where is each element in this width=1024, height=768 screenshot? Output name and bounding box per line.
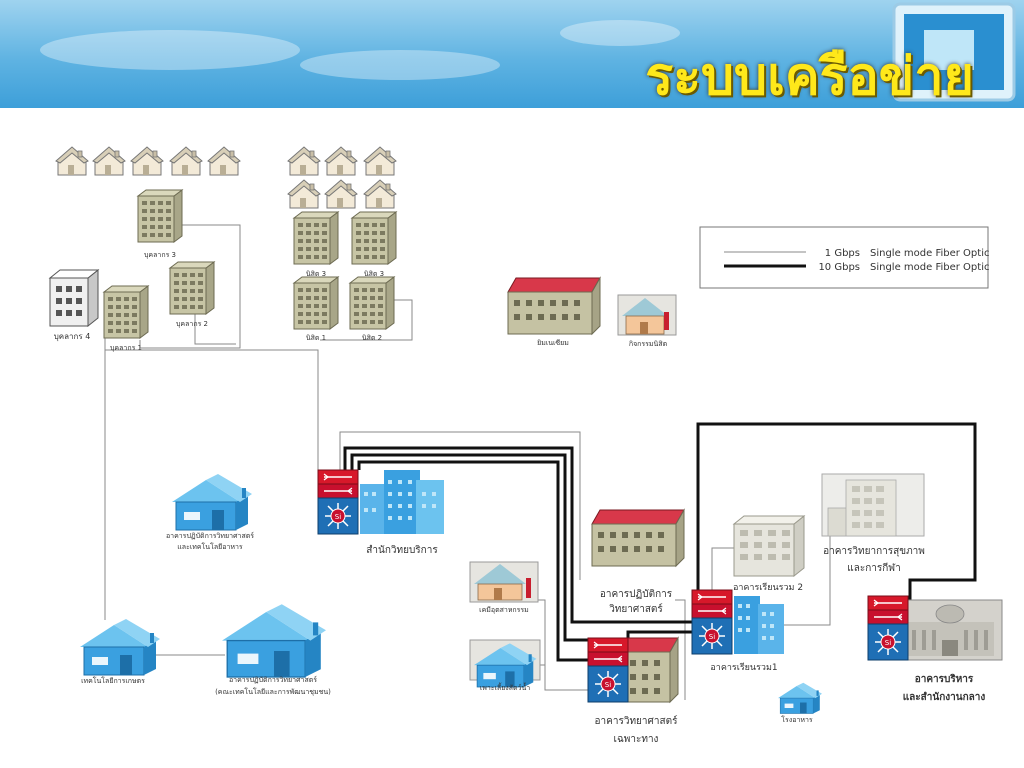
building-canteen: โรงอาหาร <box>777 682 823 724</box>
svg-text:บุคลากร 1: บุคลากร 1 <box>110 344 142 352</box>
svg-text:โรงอาหาร: โรงอาหาร <box>781 715 813 724</box>
svg-text:ยิมเนเซียม: ยิมเนเซียม <box>537 339 569 347</box>
links-1gbps <box>104 224 831 700</box>
building-agri-tech: เทคโนโลยีการเกษตร <box>79 618 161 685</box>
svg-text:วิทยาศาสตร์: วิทยาศาสตร์ <box>609 603 664 615</box>
building-special-sci: อาคารวิทยาศาสตร์ เฉพาะทาง <box>587 636 679 745</box>
svg-text:สำนักวิทยบริการ: สำนักวิทยบริการ <box>366 545 438 556</box>
page-title: ระบบเครือข่าย <box>645 46 974 107</box>
building-student-activity: กิจกรรมนิสิต <box>617 294 677 348</box>
building-staff4: บุคลากร 4 <box>48 268 100 341</box>
svg-text:เทคโนโลยีการเกษตร: เทคโนโลยีการเกษตร <box>81 676 145 685</box>
houses-group-2 <box>287 146 397 209</box>
svg-text:Single mode Fiber Optic: Single mode Fiber Optic <box>870 248 989 259</box>
svg-text:อาคารปฏิบัติการ: อาคารปฏิบัติการ <box>600 589 673 600</box>
svg-text:Single mode Fiber Optic: Single mode Fiber Optic <box>870 262 989 273</box>
building-office-services: สำนักวิทยบริการ <box>317 469 444 556</box>
building-lecture2: อาคารเรียนรวม 2 <box>733 515 805 593</box>
svg-text:กิจกรรมนิสิต: กิจกรรมนิสิต <box>629 340 668 348</box>
building-agri-lab: อาคารปฏิบัติการวิทยาศาสตร์ (คณะเทคโนโลยี… <box>215 603 331 696</box>
building-admin: อาคารบริหาร และสำนักงานกลาง <box>867 595 1003 703</box>
building-dorm1: นิสิต 1 <box>293 276 339 342</box>
building-lecture1: อาคารเรียนรวม1 <box>691 589 784 673</box>
svg-text:เฉพาะทาง: เฉพาะทาง <box>614 734 659 745</box>
svg-text:10 Gbps: 10 Gbps <box>818 262 860 273</box>
svg-text:นิสิต 3: นิสิต 3 <box>364 270 384 278</box>
svg-text:นิสิต 2: นิสิต 2 <box>362 334 382 342</box>
building-staff3: บุคลากร 3 <box>137 189 183 259</box>
svg-text:อาคารปฏิบัติการวิทยาศาสตร์: อาคารปฏิบัติการวิทยาศาสตร์ <box>166 532 254 540</box>
building-science-lab: อาคารปฏิบัติการ วิทยาศาสตร์ <box>591 509 685 615</box>
svg-text:อาคารวิทยาศาสตร์: อาคารวิทยาศาสตร์ <box>595 715 679 727</box>
building-aquaculture: เพาะเลี้ยงสัตว์น้ำ <box>469 639 541 692</box>
svg-text:อาคารเรียนรวม1: อาคารเรียนรวม1 <box>710 662 777 673</box>
svg-text:อาคารวิทยาการสุขภาพ: อาคารวิทยาการสุขภาพ <box>823 546 925 557</box>
building-dorm3a: นิสิต 3 <box>293 211 339 278</box>
building-gym: ยิมเนเซียม <box>507 277 601 347</box>
building-sci-food-tech: อาคารปฏิบัติการวิทยาศาสตร์ และเทคโนโลยีอ… <box>166 473 254 551</box>
svg-text:และสำนักงานกลาง: และสำนักงานกลาง <box>903 691 986 703</box>
laptop-image <box>892 2 1016 102</box>
legend: 1 Gbps Single mode Fiber Optic 10 Gbps S… <box>699 226 989 289</box>
svg-text:บุคลากร 2: บุคลากร 2 <box>176 320 208 328</box>
building-chem-eng: เคมีอุตสาหกรรม <box>469 561 539 614</box>
header-banner: ระบบเครือข่าย <box>0 0 1024 108</box>
building-health-sci: อาคารวิทยาการสุขภาพ และการกีฬา <box>821 473 925 574</box>
svg-text:และเทคโนโลยีอาหาร: และเทคโนโลยีอาหาร <box>177 542 243 551</box>
building-staff2: บุคลากร 2 <box>169 261 215 328</box>
svg-text:1 Gbps: 1 Gbps <box>825 248 860 259</box>
svg-text:เพาะเลี้ยงสัตว์น้ำ: เพาะเลี้ยงสัตว์น้ำ <box>480 681 530 692</box>
svg-text:นิสิต 3: นิสิต 3 <box>306 270 326 278</box>
svg-text:อาคารเรียนรวม 2: อาคารเรียนรวม 2 <box>733 582 803 593</box>
building-dorm2: นิสิต 2 <box>349 276 395 342</box>
building-staff1: บุคลากร 1 <box>103 285 149 352</box>
svg-text:(คณะเทคโนโลยีและการพัฒนาชุมชน): (คณะเทคโนโลยีและการพัฒนาชุมชน) <box>215 687 331 696</box>
links-10gbps <box>343 422 977 662</box>
svg-text:อาคารปฏิบัติการวิทยาศาสตร์: อาคารปฏิบัติการวิทยาศาสตร์ <box>229 676 317 684</box>
svg-text:และการกีฬา: และการกีฬา <box>847 562 901 574</box>
building-dorm3b: นิสิต 3 <box>351 211 397 278</box>
svg-text:อาคารบริหาร: อาคารบริหาร <box>915 673 974 685</box>
svg-text:บุคลากร 4: บุคลากร 4 <box>54 332 91 341</box>
svg-text:เคมีอุตสาหกรรม: เคมีอุตสาหกรรม <box>479 606 529 614</box>
svg-text:บุคลากร 3: บุคลากร 3 <box>144 251 176 259</box>
svg-text:นิสิต 1: นิสิต 1 <box>306 334 326 342</box>
houses-group-1 <box>55 146 241 176</box>
